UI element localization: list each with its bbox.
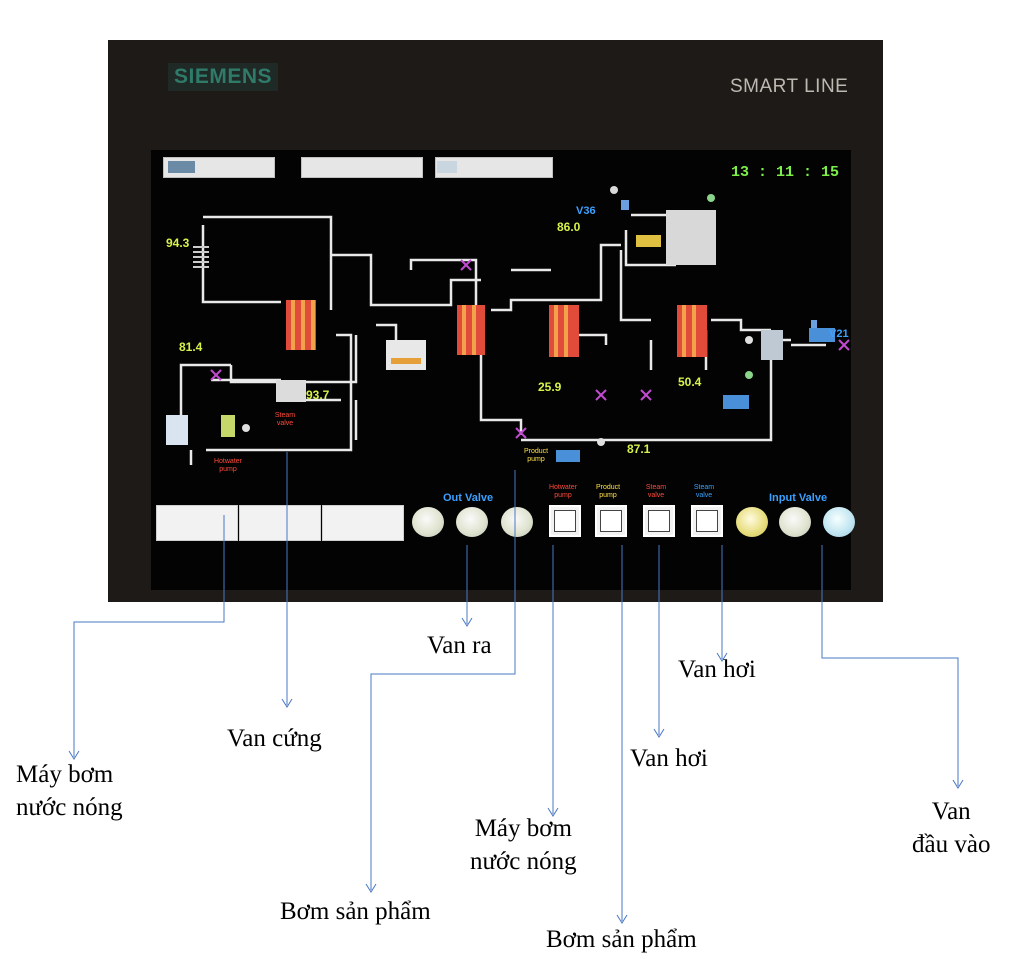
tag-v21: V21 — [829, 328, 849, 340]
annotation-may-bom-nuoc-nong-1: Máy bơm nước nóng — [16, 761, 123, 821]
btn-label-product-pump: Product pump — [595, 484, 621, 499]
out-valve-button-1[interactable] — [412, 507, 444, 537]
annotation-van-hoi-2: Van hơi — [630, 745, 708, 772]
function-key-3[interactable] — [322, 505, 404, 541]
reading-86-0: 86.0 — [557, 220, 581, 234]
label-product-pump: Product pump — [523, 448, 549, 463]
annotation-bom-san-pham-2: Bơm sản phẩm — [546, 926, 697, 953]
function-key-2[interactable] — [239, 505, 321, 541]
tag-v36: V36 — [576, 205, 596, 217]
reading-25-9: 25.9 — [538, 380, 562, 394]
hotwater-pump-button[interactable] — [549, 505, 581, 537]
annotation-bom-san-pham-1: Bơm sản phẩm — [280, 898, 431, 925]
reading-81-4: 81.4 — [179, 340, 203, 354]
hmi-device: SIEMENS SMART LINE 13 : 11 : 15 — [108, 40, 883, 602]
label-steam-valve: Steam valve — [274, 412, 296, 427]
process-diagram — [166, 186, 850, 465]
btn-label-steam-valve-2: Steam valve — [693, 484, 715, 499]
hmi-screen: 13 : 11 : 15 — [151, 150, 855, 590]
out-valve-button-3[interactable] — [501, 507, 533, 537]
out-valve-button-2[interactable] — [456, 507, 488, 537]
annotation-van-hoi-1: Van hơi — [678, 656, 756, 683]
reading-94-3: 94.3 — [166, 236, 190, 250]
topbar-field-1[interactable] — [163, 157, 275, 178]
siemens-logo: SIEMENS — [168, 63, 279, 91]
input-valve-button-3[interactable] — [823, 507, 855, 537]
model-label: SMART LINE — [730, 76, 849, 97]
reading-50-4: 50.4 — [678, 375, 702, 389]
input-valve-button-2[interactable] — [779, 507, 811, 537]
topbar-field-3[interactable] — [435, 157, 553, 178]
product-pump-button[interactable] — [595, 505, 627, 537]
steam-valve-button-2[interactable] — [691, 505, 723, 537]
label-hotwater-pump: Hotwater pump — [213, 458, 242, 473]
hmi-clock: 13 : 11 : 15 — [730, 164, 839, 181]
topbar-field-2[interactable] — [301, 157, 423, 178]
input-valve-label: Input Valve — [769, 492, 828, 504]
annotation-van-dau-vao: Van đầu vào — [912, 798, 991, 858]
out-valve-label: Out Valve — [443, 492, 494, 504]
annotation-may-bom-nuoc-nong-2: Máy bơm nước nóng — [470, 815, 577, 875]
annotation-van-cung: Van cứng — [227, 725, 322, 752]
reading-87-1: 87.1 — [627, 442, 651, 456]
annotation-van-ra: Van ra — [427, 632, 492, 659]
input-valve-button-1[interactable] — [736, 507, 768, 537]
steam-valve-button-1[interactable] — [643, 505, 675, 537]
btn-label-steam-valve-1: Steam valve — [645, 484, 667, 499]
reading-93-7: 93.7 — [306, 388, 330, 402]
btn-label-hotwater-pump: Hotwater pump — [548, 484, 577, 499]
